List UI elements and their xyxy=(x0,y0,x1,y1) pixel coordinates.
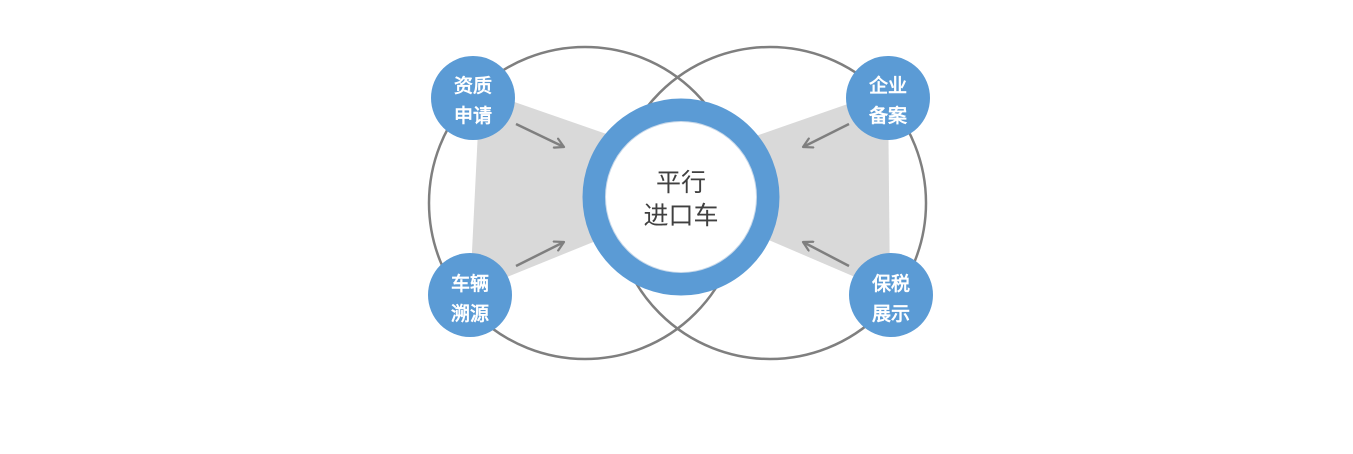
center-ring xyxy=(582,98,780,296)
node-label-line1: 保税 xyxy=(871,272,910,295)
arrows xyxy=(515,122,850,268)
left-wedge xyxy=(470,90,618,292)
node-qualification-application: 资质 申请 xyxy=(431,56,515,140)
node-vehicle-traceability: 车辆 溯源 xyxy=(428,253,512,337)
node-circle xyxy=(846,56,930,140)
node-label-line1: 企业 xyxy=(868,74,907,97)
node-label-line2: 展示 xyxy=(872,303,910,325)
node-label-line2: 备案 xyxy=(868,104,908,127)
right-wedge xyxy=(750,90,890,292)
center-hub: 平行 进口车 xyxy=(582,98,780,296)
arrow-bottom-right xyxy=(803,242,850,268)
arrow-top-right xyxy=(803,122,850,147)
node-label-line1: 资质 xyxy=(454,74,492,97)
node-bonded-display: 保税 展示 xyxy=(849,253,933,337)
arrow-bottom-left xyxy=(515,242,564,268)
node-circle xyxy=(849,253,933,337)
node-label-line2: 申请 xyxy=(454,104,492,127)
center-inner-edge xyxy=(605,121,757,273)
node-enterprise-filing: 企业 备案 xyxy=(846,56,930,140)
arrow-top-left xyxy=(515,122,564,147)
node-label-line1: 车辆 xyxy=(451,272,489,295)
center-label-line1: 平行 xyxy=(656,168,706,197)
node-circle xyxy=(431,56,515,140)
wedge-shading xyxy=(470,90,890,292)
node-label-line2: 溯源 xyxy=(451,302,489,325)
center-label-line2: 进口车 xyxy=(643,201,718,230)
node-circle xyxy=(428,253,512,337)
